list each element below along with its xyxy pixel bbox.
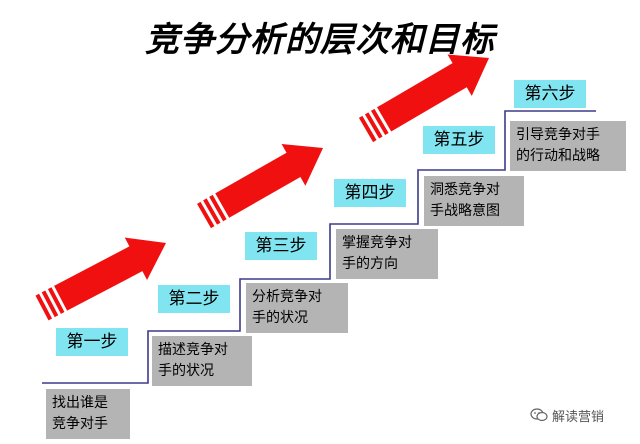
step-4-description-line-2: 手的方向: [342, 256, 398, 272]
step-5-label: 第五步: [423, 126, 495, 154]
step-5-description: 洞悉竞争对 手战略意图: [424, 176, 524, 226]
watermark: 解读营销: [530, 404, 634, 426]
step-1-label: 第一步: [56, 328, 128, 356]
step-3-description-line-1: 分析竞争对: [252, 289, 322, 305]
step-2-description-line-2: 手的状况: [158, 363, 214, 379]
step-1-description: 找出谁是 竞争对手: [46, 389, 130, 439]
step-3-label: 第三步: [245, 232, 317, 260]
step-1-description-line-1: 找出谁是: [52, 395, 108, 411]
page-title: 竞争分析的层次和目标: [145, 20, 495, 60]
step-5-description-line-1: 洞悉竞争对: [430, 182, 500, 198]
step-5-description-line-2: 手战略意图: [430, 203, 500, 219]
wechat-icon: [530, 408, 548, 422]
step-3-description: 分析竞争对 手的状况: [246, 283, 348, 333]
step-6-description-line-2: 的行动和战略: [516, 148, 600, 164]
step-2-label: 第二步: [158, 285, 230, 313]
step-1-description-line-2: 竞争对手: [52, 416, 108, 432]
watermark-text: 解读营销: [552, 409, 605, 425]
step-6-label: 第六步: [514, 80, 586, 108]
step-4-label: 第四步: [334, 179, 406, 207]
red-arrow-3: [358, 54, 490, 143]
step-6-description: 引导竞争对手 的行动和战略: [510, 121, 626, 171]
step-2-description-line-1: 描述竞争对: [158, 342, 228, 358]
step-2-description: 描述竞争对 手的状况: [152, 336, 252, 386]
staircase-line: [42, 110, 596, 384]
step-4-description: 掌握竞争对 手的方向: [336, 229, 438, 279]
step-6-description-line-1: 引导竞争对手: [516, 127, 600, 143]
step-3-description-line-2: 手的状况: [252, 310, 308, 326]
red-arrow-2: [197, 144, 323, 229]
red-arrow-1: [35, 237, 166, 321]
step-4-description-line-1: 掌握竞争对: [342, 235, 412, 251]
